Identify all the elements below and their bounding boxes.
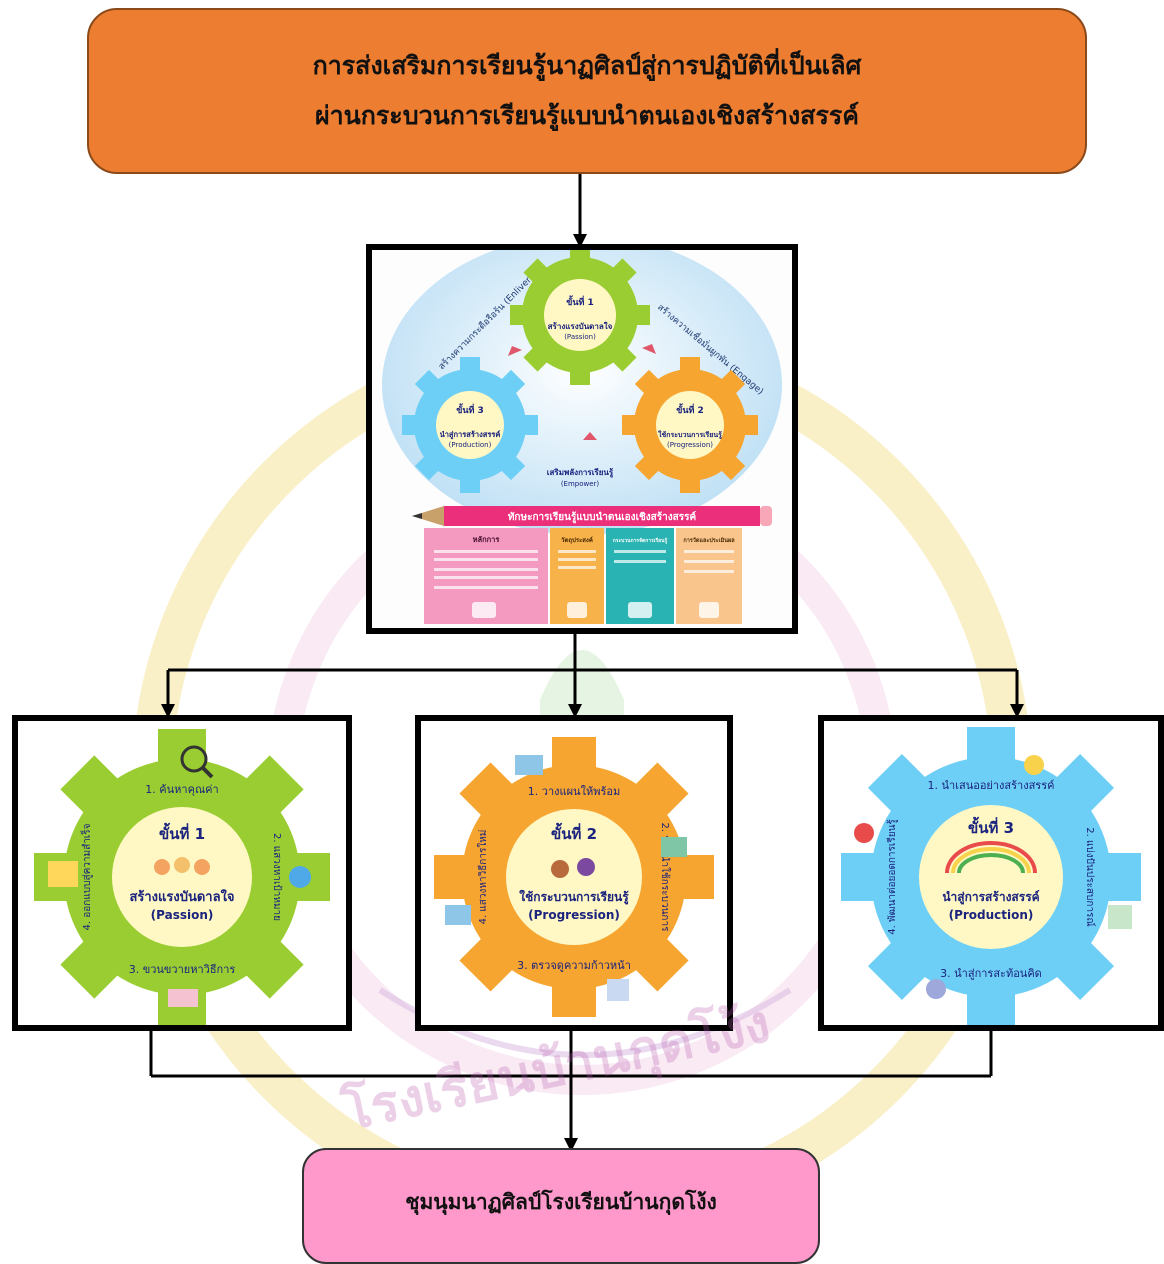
gear-1-left-label: 4. ออกแบบสู่ความสำเร็จ [79, 823, 93, 930]
main-step1-en: (Passion) [564, 333, 596, 341]
column-head-2: วัตถุประสงค์ [561, 536, 593, 544]
gear-1-svg: ขั้นที่ 1 สร้างแรงบันดาลใจ (Passion) 1. … [34, 729, 330, 1025]
gear-3-left-label: 4. พัฒนาต่อยอดการเรียนรู้ [886, 819, 898, 935]
main-step2-title: ขั้นที่ 2 [676, 403, 704, 416]
skill-columns: หลักการ วัตถุประสงค์ กระบวนการจัดการเรีย… [424, 528, 742, 624]
clipboard-icon [567, 602, 587, 618]
lightbulb-icon [289, 866, 311, 888]
maze-icon [48, 861, 78, 887]
magnifier-icon [180, 745, 208, 773]
column-head-3: กระบวนการจัดการเรียนรู้ [613, 537, 668, 545]
pencil-banner: ทักษะการเรียนรู้แบบนำตนเองเชิงสร้างสรรค์ [412, 506, 772, 526]
gear-3-en: (Production) [949, 908, 1034, 922]
gear-1-step: ขั้นที่ 1 [159, 822, 205, 843]
gear-1-top-label: 1. ค้นหาคุณค่า [145, 783, 218, 796]
title-line-2: ผ่านกระบวนการเรียนรู้แบบนำตนเองเชิงสร้าง… [314, 101, 860, 130]
column-head-4: การวัดและประเมินผล [683, 536, 735, 544]
gear-2-name: ใช้กระบวนการเรียนรู้ [519, 889, 629, 905]
empower-en-label: (Empower) [561, 480, 600, 488]
gear-2-svg: ขั้นที่ 2 ใช้กระบวนการเรียนรู้ (Progress… [434, 737, 714, 1017]
gear-3-center [919, 805, 1063, 949]
graduation-cap-icon [628, 602, 652, 618]
sharing-icon [1108, 905, 1132, 929]
main-gear-1: ขั้นที่ 1 สร้างแรงบันดาลใจ (Passion) [510, 250, 650, 385]
gear-2-step: ขั้นที่ 2 [551, 822, 597, 843]
title-line-1: การส่งเสริมการเรียนรู้นาฏศิลป์สู่การปฏิบ… [312, 51, 862, 80]
main-step3-name: นำสู่การสร้างสรรค์ [440, 430, 501, 440]
gear-2-en: (Progression) [528, 908, 620, 922]
gear-1-center [112, 807, 252, 947]
team-icon [445, 905, 471, 925]
graduation-icon [661, 837, 687, 857]
main-step1-title: ขั้นที่ 1 [566, 295, 594, 308]
gear-2-top-label: 1. วางแผนให้พร้อม [528, 785, 620, 798]
gear-3-right-label: 2. แบ่งปันประสบการณ์ [1084, 827, 1096, 926]
arrow-gear2-to-gear3 [583, 432, 597, 440]
gear-3-step: ขั้นที่ 3 [968, 816, 1014, 837]
reflection-icon [926, 979, 946, 999]
gear-3-svg: ขั้นที่ 3 นำสู่การสร้างสรรค์ (Production… [841, 727, 1141, 1025]
main-step2-name: ใช้กระบวนการเรียนรู้ [658, 430, 722, 440]
main-step2-en: (Progression) [667, 441, 713, 449]
main-infographic: สร้างความกระตือรือร้น (Enliven) สร้างควา… [366, 244, 798, 634]
gear-3-bottom-label: 3. นำสู่การสะท้อนคิด [940, 967, 1042, 980]
idea-icon [1024, 755, 1044, 775]
gear-1-en: (Passion) [151, 908, 214, 922]
book-icon [472, 602, 496, 618]
presentation-icon [854, 823, 874, 843]
gear-2-center [506, 809, 642, 945]
empower-label: เสริมพลังการเรียนรู้ [547, 467, 614, 478]
gear-1-bottom-label: 3. ขวนขวายหาวิธีการ [129, 963, 236, 976]
gear-1-name: สร้างแรงบันดาลใจ [129, 888, 234, 905]
notepad-icon [607, 979, 629, 1001]
books-icon [168, 989, 198, 1007]
gear-3-name: นำสู่การสร้างสรรค์ [942, 890, 1039, 905]
column-head-1: หลักการ [473, 535, 501, 544]
title-box: การส่งเสริมการเรียนรู้นาฏศิลป์สู่การปฏิบ… [87, 8, 1087, 174]
banner-label: ทักษะการเรียนรู้แบบนำตนเองเชิงสร้างสรรค์ [508, 511, 697, 524]
gear-2-bottom-label: 3. ตรวจดูความก้าวหน้า [517, 959, 631, 972]
gear-2-left-label: 4. แสวงหาวิธีการใหม่ [477, 830, 489, 925]
main-infographic-svg: สร้างความกระตือรือร้น (Enliven) สร้างควา… [372, 250, 792, 628]
club-label: ชุมนุมนาฏศิลป์โรงเรียนบ้านกุดโง้ง [405, 1189, 717, 1214]
gear-1-right-label: 2. แสวงหาเป้าหมาย [271, 833, 283, 921]
open-book-icon [515, 755, 543, 775]
gear-step-1: ขั้นที่ 1 สร้างแรงบันดาลใจ (Passion) 1. … [12, 715, 352, 1031]
document-icon [699, 602, 719, 618]
bottom-club-box: ชุมนุมนาฏศิลป์โรงเรียนบ้านกุดโง้ง [302, 1148, 820, 1264]
main-step3-en: (Production) [449, 441, 492, 449]
arrow-gear1-to-gear3 [508, 346, 522, 356]
gear-step-3: ขั้นที่ 3 นำสู่การสร้างสรรค์ (Production… [818, 715, 1164, 1031]
main-step3-title: ขั้นที่ 3 [456, 403, 484, 416]
gear-step-2: ขั้นที่ 2 ใช้กระบวนการเรียนรู้ (Progress… [415, 715, 733, 1031]
main-gear-2: ขั้นที่ 2 ใช้กระบวนการเรียนรู้ (Progress… [622, 357, 758, 493]
main-step1-name: สร้างแรงบันดาลใจ [548, 321, 613, 331]
main-gear-3: ขั้นที่ 3 นำสู่การสร้างสรรค์ (Production… [402, 357, 538, 493]
gear-3-top-label: 1. นำเสนออย่างสร้างสรรค์ [928, 779, 1055, 792]
arrow-gear2-to-gear1 [642, 344, 656, 354]
